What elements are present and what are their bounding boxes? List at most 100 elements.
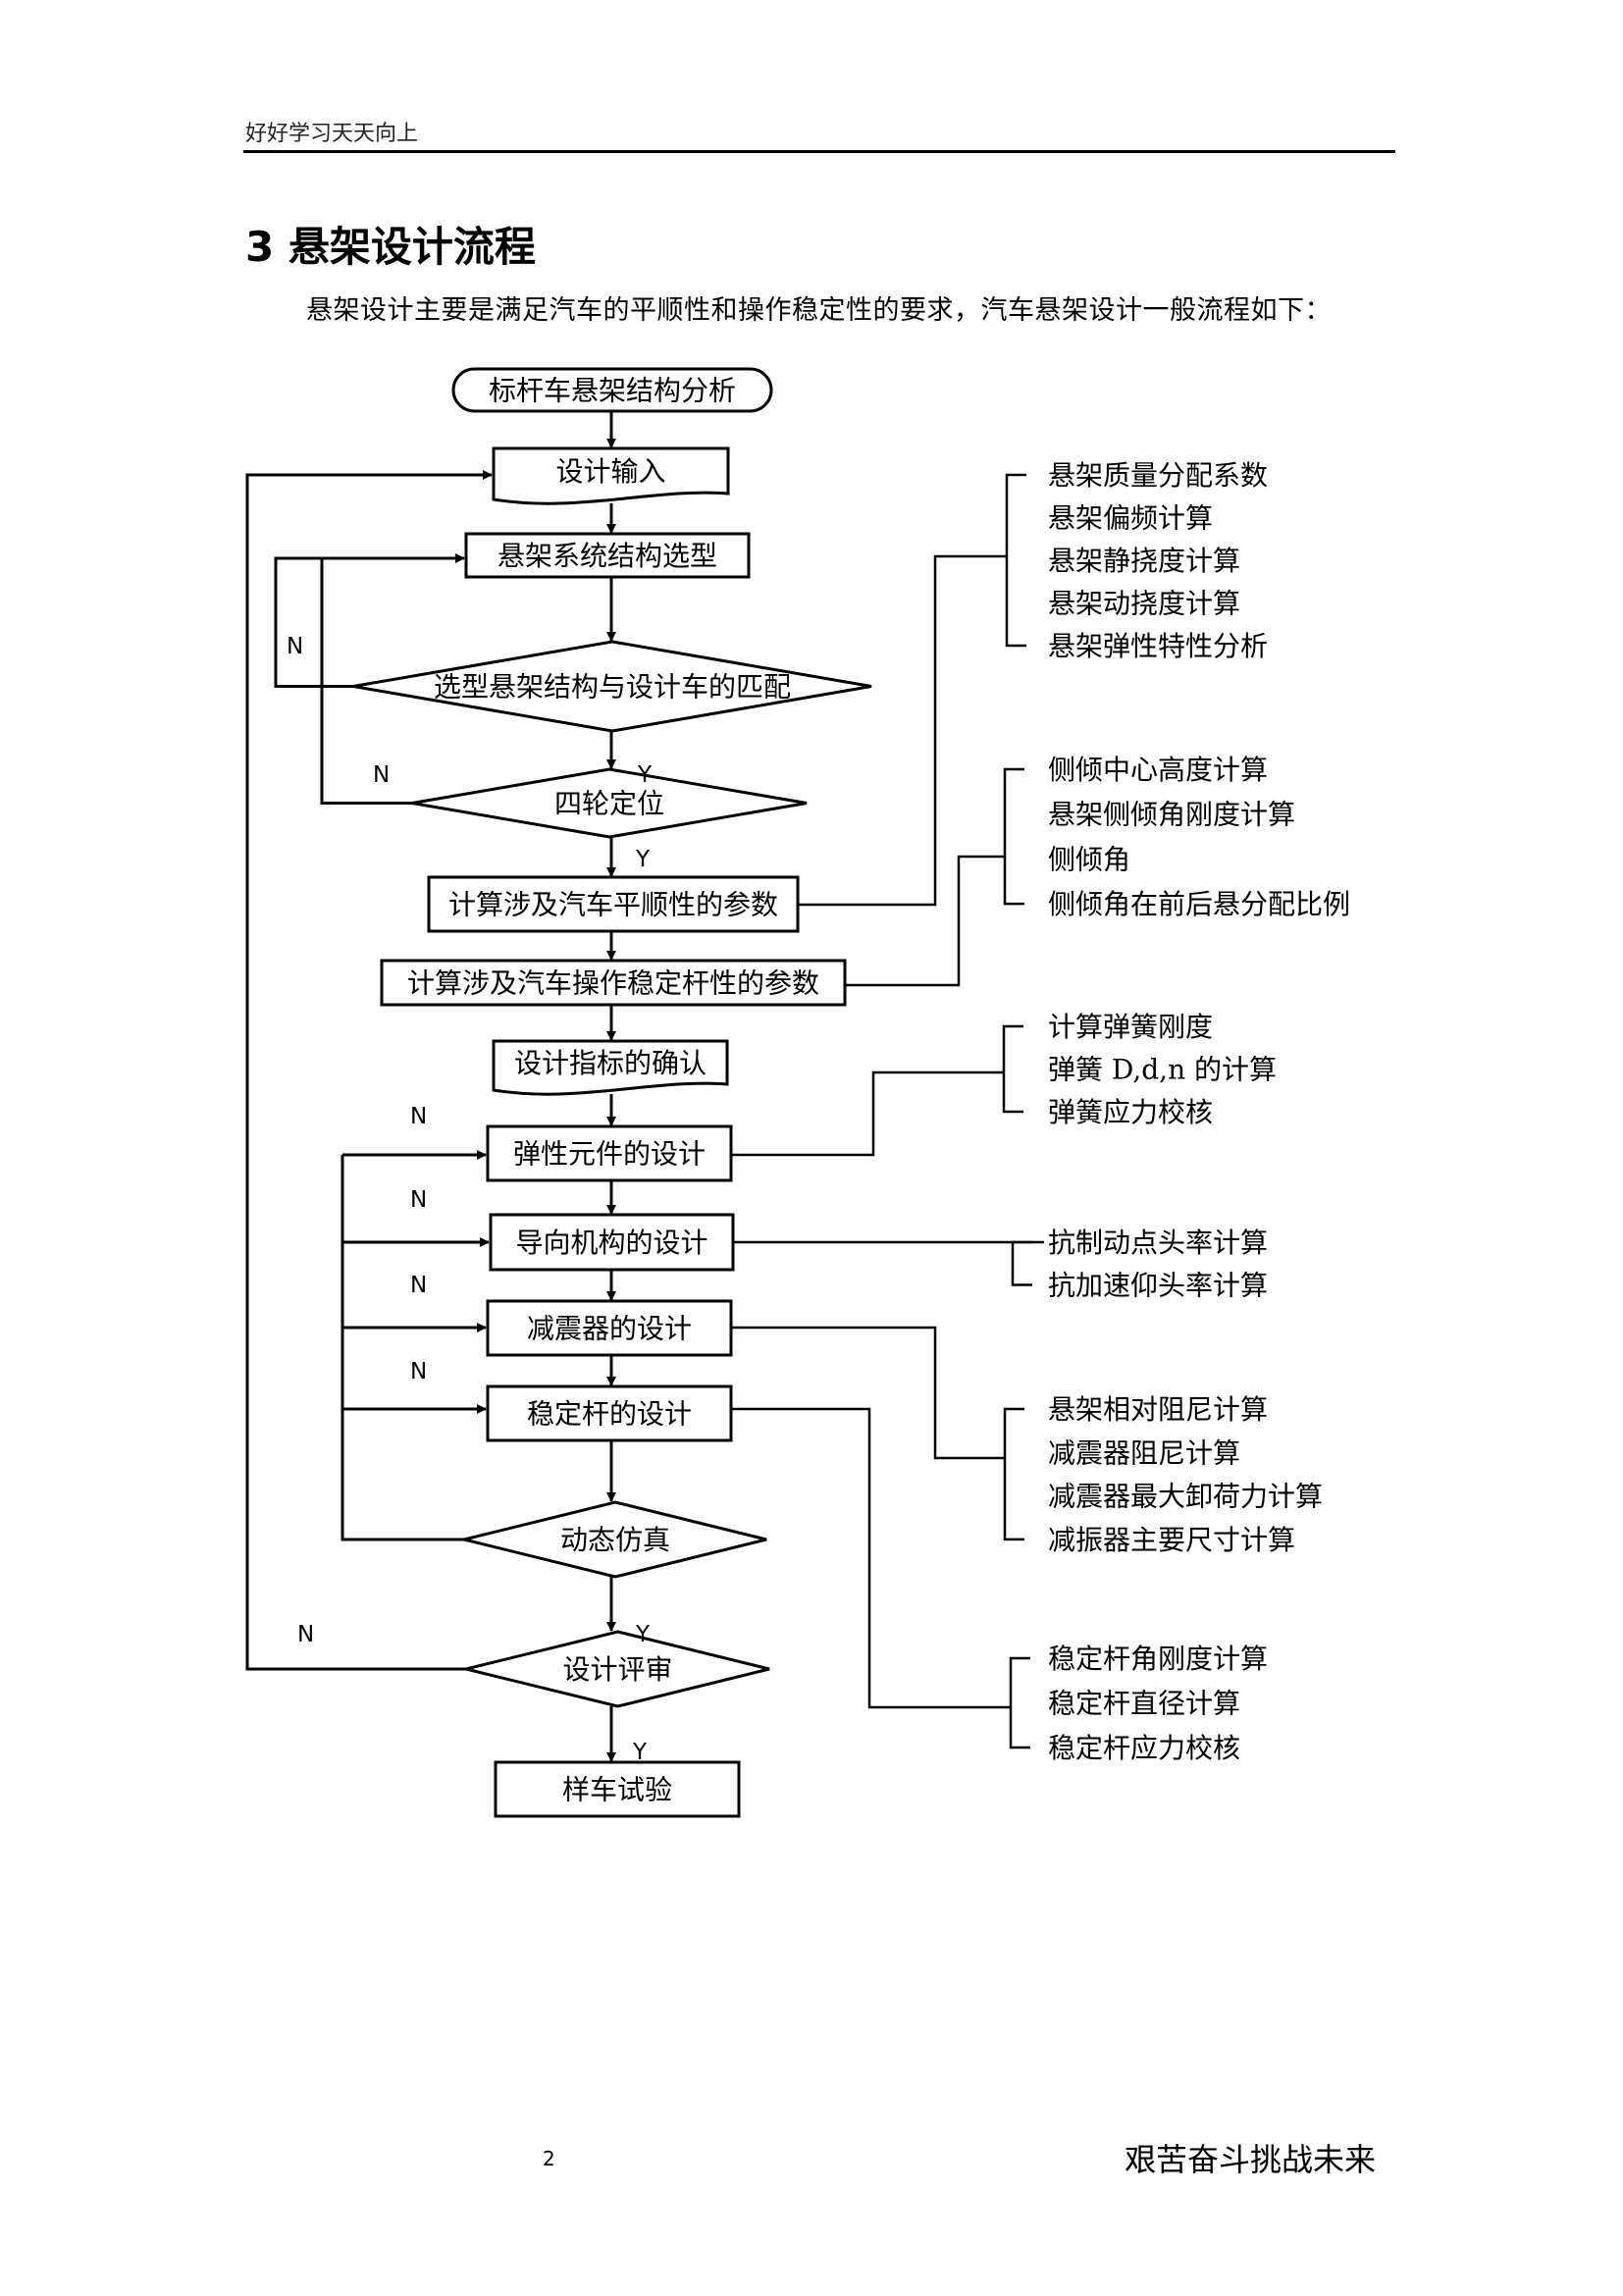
decision-shape <box>411 767 808 839</box>
yes-branch-label: Y <box>632 1740 648 1765</box>
page-number: 2 <box>543 2147 555 2170</box>
no-branch-label: N <box>410 1359 427 1384</box>
flow-node-guide: 导向机构的设计 <box>489 1213 735 1272</box>
no-branch-label: N <box>297 1622 314 1647</box>
flow-node-review: 设计评审 <box>465 1630 770 1708</box>
decision-shape <box>352 640 872 733</box>
loop-match-to-select <box>274 553 465 688</box>
annotation-bracket-damper <box>1003 1407 1024 1541</box>
terminal-shape <box>451 367 773 413</box>
flow-node-label: 悬架系统结构选型 <box>497 540 717 572</box>
document-shape <box>492 446 730 505</box>
flow-node-sim: 动态仿真 <box>463 1500 767 1579</box>
annotation-item: 悬架弹性特性分析 <box>1048 630 1268 662</box>
flow-node-start: 标杆车悬架结构分析 <box>451 367 773 413</box>
header-rule <box>243 150 1395 153</box>
flow-node-select: 悬架系统结构选型 <box>464 532 751 579</box>
annotation-item: 悬架动挠度计算 <box>1048 588 1240 620</box>
intro-paragraph: 悬架设计主要是满足汽车的平顺性和操作稳定性的要求，汽车悬架设计一般流程如下： <box>306 295 1332 326</box>
flow-node-label: 选型悬架结构与设计车的匹配 <box>434 671 791 704</box>
section-title: 3 悬架设计流程 <box>245 223 536 271</box>
annotation-item: 抗制动点头率计算 <box>1048 1226 1268 1259</box>
annotation-connector-handling <box>845 855 1005 987</box>
loop-sim-trunk <box>340 1155 464 1541</box>
no-branch-label: N <box>410 1187 427 1213</box>
annotation-bracket-spring <box>1002 1024 1023 1114</box>
yes-branch-label: Y <box>637 762 653 788</box>
decision-shape <box>463 1500 767 1579</box>
page-header-text: 好好学习天天向上 <box>245 122 419 146</box>
annotation-item: 抗加速仰头率计算 <box>1048 1270 1268 1302</box>
annotation-item: 稳定杆直径计算 <box>1048 1688 1240 1720</box>
flow-node-ride: 计算涉及汽车平顺性的参数 <box>427 875 800 933</box>
annotation-item: 弹簧 D,d,n 的计算 <box>1048 1054 1277 1086</box>
flow-node-handling: 计算涉及汽车操作稳定杆性的参数 <box>380 959 847 1007</box>
flow-node-targets: 设计指标的确认 <box>492 1039 729 1096</box>
decision-shape <box>465 1630 770 1708</box>
flow-node-label: 稳定杆的设计 <box>527 1398 692 1431</box>
process-shape <box>464 532 751 579</box>
annotation-connector-damper <box>731 1326 1005 1460</box>
annotation-item: 计算弹簧刚度 <box>1048 1011 1213 1043</box>
annotation-item: 悬架偏频计算 <box>1048 502 1213 535</box>
annotation-item: 稳定杆应力校核 <box>1048 1732 1240 1764</box>
yes-branch-label: Y <box>635 1622 651 1647</box>
process-shape <box>486 1384 733 1442</box>
process-shape <box>489 1213 735 1272</box>
flow-node-label: 计算涉及汽车操作稳定杆性的参数 <box>407 967 819 1000</box>
no-branch-label: N <box>410 1273 427 1298</box>
annotation-connector-ride <box>798 554 1007 907</box>
flow-node-label: 样车试验 <box>562 1774 672 1806</box>
no-branch-label: N <box>410 1104 427 1129</box>
annotation-item: 侧倾角 <box>1048 843 1130 875</box>
annotation-item: 悬架静挠度计算 <box>1048 545 1240 577</box>
annotation-item: 悬架侧倾角刚度计算 <box>1048 799 1295 831</box>
annotation-bracket-stabilizer <box>1009 1656 1030 1749</box>
process-shape <box>427 875 800 933</box>
annotation-bracket-handling <box>1003 767 1024 906</box>
flow-node-spring: 弹性元件的设计 <box>486 1124 733 1182</box>
flow-node-label: 动态仿真 <box>560 1524 670 1556</box>
yes-branch-label: Y <box>635 847 651 872</box>
no-branch-label: N <box>373 762 390 788</box>
flow-node-label: 设计输入 <box>555 455 665 488</box>
annotation-bracket-guide <box>1011 1240 1032 1286</box>
annotation-item: 减震器最大卸荷力计算 <box>1048 1481 1323 1513</box>
flow-node-stabilizer: 稳定杆的设计 <box>486 1384 733 1442</box>
annotation-item: 减振器主要尺寸计算 <box>1048 1524 1295 1556</box>
flow-node-label: 设计评审 <box>562 1653 672 1686</box>
flow-node-label: 计算涉及汽车平顺性的参数 <box>448 889 778 921</box>
annotation-item: 悬架质量分配系数 <box>1048 459 1268 492</box>
flow-node-match: 选型悬架结构与设计车的匹配 <box>352 640 872 733</box>
flow-node-label: 减震器的设计 <box>527 1313 692 1345</box>
process-shape <box>486 1299 733 1357</box>
process-shape <box>494 1760 741 1818</box>
annotation-connector-stabilizer <box>731 1407 1011 1709</box>
flow-node-damper: 减震器的设计 <box>486 1299 733 1357</box>
annotation-item: 稳定杆角刚度计算 <box>1048 1643 1268 1675</box>
flow-node-test: 样车试验 <box>494 1760 741 1818</box>
process-shape <box>380 959 847 1007</box>
annotation-connector-spring <box>731 1070 1004 1157</box>
loop-review-to-input <box>245 470 493 1671</box>
process-shape <box>486 1124 733 1182</box>
flow-node-label: 四轮定位 <box>554 788 664 820</box>
annotation-item: 侧倾角在前后悬分配比例 <box>1048 888 1350 920</box>
flow-node-input: 设计输入 <box>492 446 730 505</box>
annotation-item: 弹簧应力校核 <box>1048 1096 1213 1128</box>
flow-node-label: 导向机构的设计 <box>515 1226 707 1259</box>
annotation-item: 减震器阻尼计算 <box>1048 1436 1240 1469</box>
flow-node-label: 标杆车悬架结构分析 <box>489 375 736 407</box>
annotation-item: 侧倾中心高度计算 <box>1048 754 1268 786</box>
document-shape <box>492 1039 729 1096</box>
no-branch-label: N <box>287 634 303 659</box>
footer-text: 艰苦奋斗挑战未来 <box>1125 2141 1377 2178</box>
annotation-bracket-ride <box>1005 473 1026 648</box>
flow-node-label: 设计指标的确认 <box>514 1047 707 1079</box>
